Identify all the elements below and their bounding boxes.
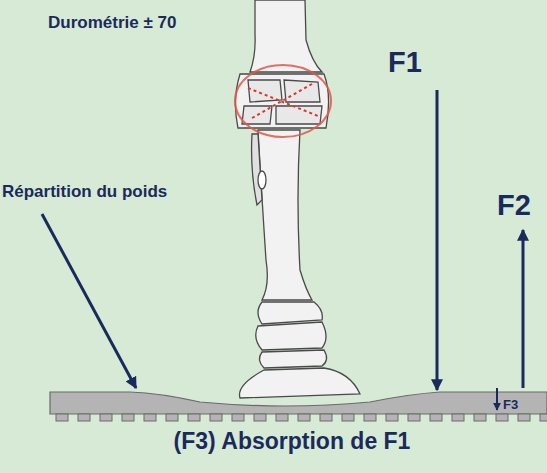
mat-tooth	[540, 414, 547, 421]
mat-tooth	[166, 414, 178, 421]
force-arrow	[522, 230, 525, 388]
mat-tooth	[144, 414, 156, 421]
caption: (F3) Absorption de F1	[174, 430, 411, 453]
mat-tooth	[430, 414, 442, 421]
mat-tooth	[364, 414, 376, 421]
mat-tooth	[276, 414, 288, 421]
mat-tooth	[342, 414, 354, 421]
mat-tooth	[408, 414, 420, 421]
mat-tooth	[496, 414, 508, 421]
mat-tooth	[188, 414, 200, 421]
annotation: Répartition du poids	[2, 183, 167, 200]
mat-tooth	[474, 414, 486, 421]
mat-tooth	[298, 414, 310, 421]
mat-tooth	[232, 414, 244, 421]
mat-tooth	[100, 414, 112, 421]
joint-dots	[248, 84, 318, 118]
horse-leg-bones	[235, 0, 360, 398]
force-label: F1	[388, 48, 422, 77]
hardness-note: Durométrie ± 70	[48, 14, 176, 31]
mat-tooth	[518, 414, 530, 421]
highlight-circle	[235, 65, 331, 137]
mat-tooth	[452, 414, 464, 421]
force-arrow	[436, 90, 439, 390]
mat-tooth	[254, 414, 266, 421]
mat-tooth	[56, 414, 68, 421]
force-arrow	[496, 388, 498, 410]
mat-tooth	[78, 414, 90, 421]
force-label: F3	[503, 398, 518, 411]
mat-tooth	[320, 414, 332, 421]
mat-tooth	[386, 414, 398, 421]
leader-line	[42, 214, 136, 388]
mat-tooth	[122, 414, 134, 421]
mat-tooth	[210, 414, 222, 421]
force-label: F2	[497, 191, 531, 220]
